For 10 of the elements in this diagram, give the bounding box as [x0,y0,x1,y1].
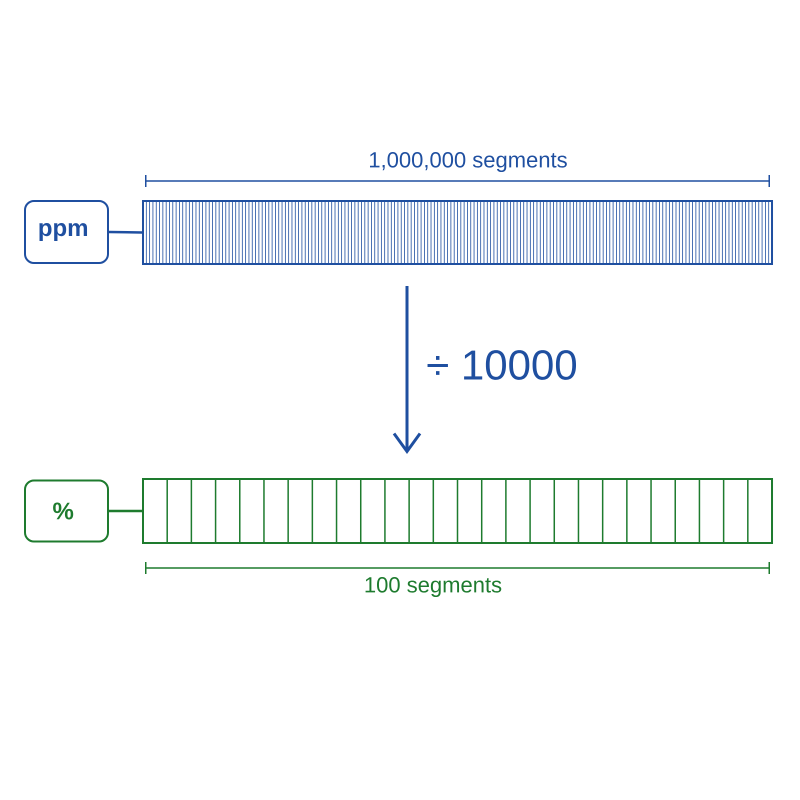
dimension-label: 100 segments [366,577,502,597]
edge-label: ÷ 10000 [424,348,580,382]
arrow [392,286,422,454]
dimension-label: 1,000,000 segments [370,152,567,172]
unit-box: ppm [24,200,109,264]
unit-box: % [24,480,109,542]
segmented-bar [142,200,774,265]
connector-line [109,510,142,512]
segmented-bar [142,478,774,544]
connector-line [108,230,142,234]
